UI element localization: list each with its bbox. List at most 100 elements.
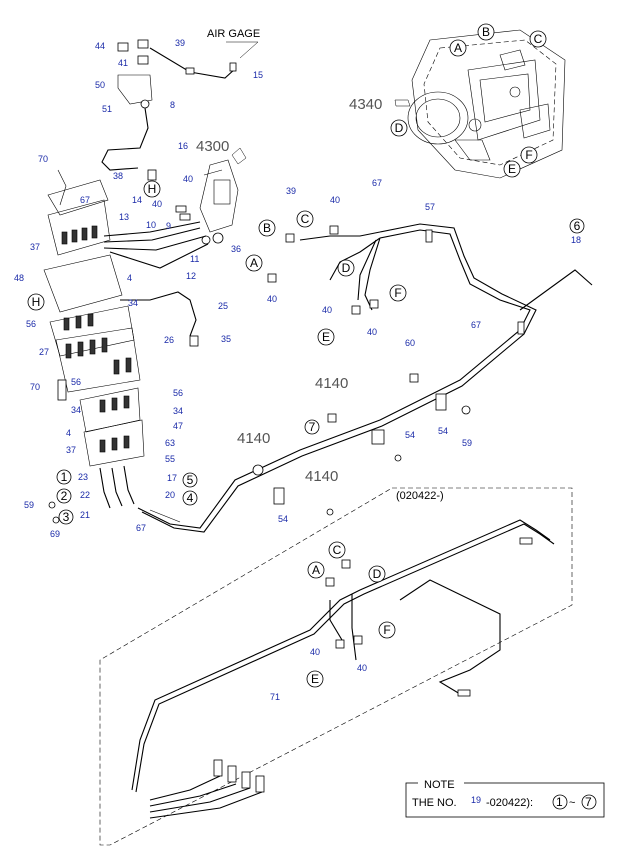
- circled-letter: B: [477, 23, 495, 41]
- circled-letter-text: H: [32, 295, 41, 309]
- part-callout: 18: [571, 235, 581, 245]
- part-callout: 4: [66, 428, 71, 438]
- part-callout: 70: [30, 382, 40, 392]
- part-callout: 35: [221, 334, 231, 344]
- part-callout: 67: [471, 320, 481, 330]
- part-callout: 71: [270, 692, 280, 702]
- part-callout: 13: [119, 212, 129, 222]
- circled-letter: D: [390, 119, 408, 137]
- part-callout: 34: [71, 405, 81, 415]
- part-callout: 40: [357, 663, 367, 673]
- part-callout: 40: [152, 199, 162, 209]
- master-cylinder: [199, 147, 247, 245]
- part-callout: 63: [165, 438, 175, 448]
- air-gage-hose: [101, 39, 237, 181]
- part-callout: 59: [462, 438, 472, 448]
- part-callout: 27: [39, 347, 49, 357]
- circled-letter-circle: [245, 254, 263, 272]
- circled-number-circle: [56, 469, 72, 485]
- part-callout: 54: [278, 514, 288, 524]
- circled-letter: D: [368, 565, 386, 583]
- circled-number: 6: [569, 218, 585, 234]
- circled-number: 5: [182, 472, 198, 488]
- left-valve-stack: [43, 169, 145, 524]
- part-callout: 48: [14, 273, 24, 283]
- circled-number-text: 3: [63, 510, 70, 524]
- circled-letter-circle: [328, 541, 346, 559]
- circled-number: 3: [58, 509, 74, 525]
- circled-letter: F: [389, 284, 407, 302]
- part-callout: 15: [253, 70, 263, 80]
- main-rear-brake-line: [137, 223, 593, 533]
- variant-brake-lines: [131, 519, 555, 819]
- circled-letter-text: C: [301, 212, 310, 226]
- part-callout: 9: [166, 221, 171, 231]
- abs-unit-4340: [394, 29, 566, 179]
- circled-letter-text: E: [311, 672, 319, 686]
- circled-letter: E: [503, 160, 521, 178]
- circled-number-text: 7: [309, 420, 316, 434]
- note-part-ref: 19: [471, 795, 481, 805]
- part-callout: 25: [218, 301, 228, 311]
- upper-brake-lines: [103, 205, 209, 347]
- part-callout: 26: [164, 335, 174, 345]
- circled-letter-circle: [378, 621, 396, 639]
- circled-letter-circle: [389, 284, 407, 302]
- circled-number-text: 6: [574, 219, 581, 233]
- part-callout: 20: [165, 490, 175, 500]
- circled-number-circle: [569, 218, 585, 234]
- part-callout: 40: [367, 327, 377, 337]
- circled-letter-text: D: [395, 121, 404, 135]
- part-callout: 21: [80, 510, 90, 520]
- circled-letter-circle: [503, 160, 521, 178]
- part-callout: 67: [80, 195, 90, 205]
- part-callout: 14: [132, 195, 142, 205]
- circled-letter-text: F: [383, 623, 390, 637]
- circled-letter-circle: [307, 561, 325, 579]
- circled-letter-circle: [449, 39, 467, 57]
- circled-number-circle: [58, 509, 74, 525]
- part-callout: 40: [330, 195, 340, 205]
- circled-letter-circle: [296, 210, 314, 228]
- circled-letter-text: F: [394, 286, 401, 300]
- part-callout: 55: [165, 454, 175, 464]
- part-callout: 17: [167, 473, 177, 483]
- part-callout: 47: [173, 421, 183, 431]
- part-callout: 36: [231, 244, 241, 254]
- part-callout: 40: [310, 647, 320, 657]
- part-callout: 11: [190, 254, 199, 264]
- circled-letter-text: B: [482, 25, 490, 39]
- circled-letter: B: [258, 219, 276, 237]
- circled-letter-text: C: [534, 32, 543, 46]
- variant-label: (020422-): [396, 490, 444, 502]
- circled-letter-text: C: [333, 543, 342, 557]
- circled-letter-circle: [529, 30, 547, 48]
- circled-letter: E: [306, 670, 324, 688]
- circled-number-circle: [182, 490, 198, 506]
- part-callout: 54: [438, 426, 448, 436]
- circled-letter: H: [143, 180, 161, 198]
- circled-letter: A: [245, 254, 263, 272]
- circled-letter: A: [307, 561, 325, 579]
- circled-number-circle: [304, 419, 320, 435]
- variant-box: [99, 487, 573, 846]
- part-callout: 56: [71, 377, 81, 387]
- part-callout: 38: [113, 171, 123, 181]
- circled-letter-text: A: [312, 563, 320, 577]
- air-gage-title: AIR GAGE: [207, 28, 260, 40]
- part-callout: 16: [178, 141, 188, 151]
- part-callout: 40: [322, 305, 332, 315]
- circled-letter-text: D: [373, 567, 382, 581]
- part-callout: 34: [128, 298, 138, 308]
- note-range-start: 1: [556, 795, 563, 809]
- part-callout: 67: [372, 178, 382, 188]
- circled-letter: F: [520, 146, 538, 164]
- note-range-end: 7: [585, 795, 592, 809]
- group-4140-b: 4140: [237, 430, 270, 447]
- note-heading: NOTE: [424, 779, 455, 791]
- part-callout: 51: [102, 104, 112, 114]
- part-callout: 12: [186, 271, 196, 281]
- circled-letter-circle: [258, 219, 276, 237]
- part-callout: 56: [26, 319, 36, 329]
